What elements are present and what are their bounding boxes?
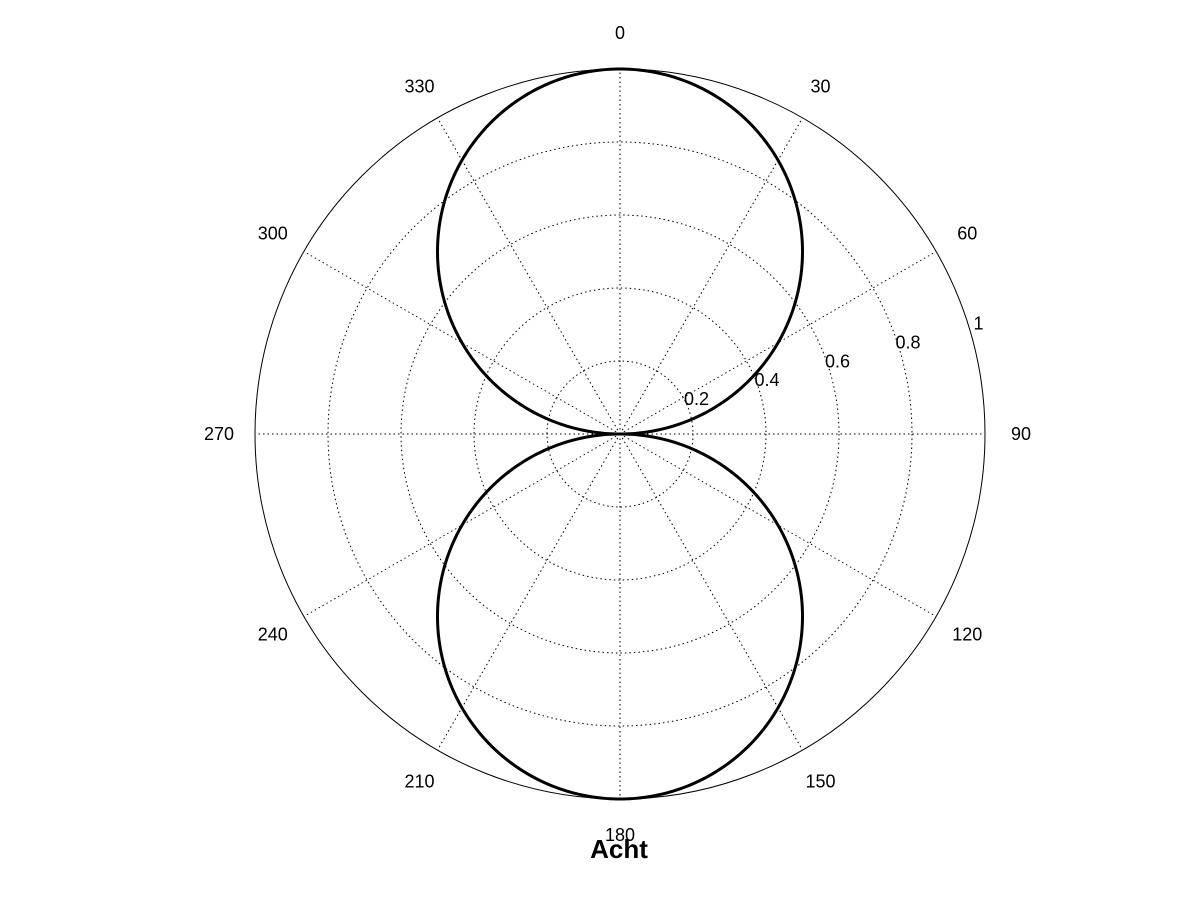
chart-title: Acht [590, 834, 648, 864]
angle-tick-label: 270 [204, 424, 234, 444]
angle-tick-label: 300 [258, 224, 288, 244]
grid-ring [400, 214, 840, 654]
radial-tick-label: 0.8 [896, 332, 921, 352]
series-layer [435, 67, 805, 801]
series-line [435, 67, 805, 801]
angle-tick-label: 330 [404, 77, 434, 97]
angle-tick-labels: 0 30 60 90 120 150 180 210 240 270 300 330 [204, 23, 1031, 845]
angle-tick-label: 90 [1011, 424, 1031, 444]
radial-tick-label: 1 [974, 314, 984, 334]
grid-spoke [437, 117, 621, 435]
angle-tick-label: 120 [952, 625, 982, 645]
angle-tick-label: 60 [957, 224, 977, 244]
grid-spoke [619, 433, 803, 751]
radial-tick-label: 0.2 [684, 389, 709, 409]
radial-tick-label: 0.4 [755, 370, 780, 390]
angle-tick-label: 210 [404, 771, 434, 791]
angle-tick-label: 240 [258, 625, 288, 645]
grid-ring [473, 287, 767, 581]
angle-tick-label: 180 [605, 825, 635, 845]
grid-ring [327, 141, 913, 727]
grid-spoke [437, 433, 621, 751]
angle-tick-label: 30 [810, 77, 830, 97]
radial-tick-label: 0.6 [825, 351, 850, 371]
angle-tick-label: 0 [615, 23, 625, 43]
angle-tick-label: 150 [805, 771, 835, 791]
radial-tick-labels: 0.2 0.4 0.6 0.8 1 [684, 314, 984, 410]
